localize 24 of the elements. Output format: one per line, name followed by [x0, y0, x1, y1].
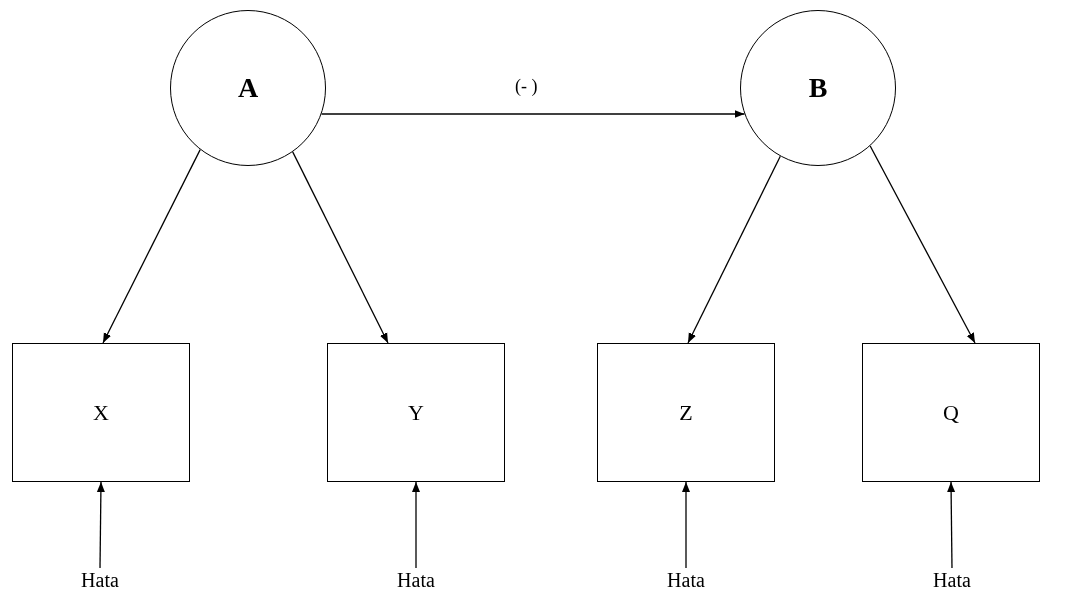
- error-label: Hata: [660, 568, 712, 592]
- node-label: B: [808, 72, 828, 104]
- arrow: [947, 481, 956, 569]
- node-label: Y: [408, 399, 424, 426]
- arrow: [102, 148, 201, 344]
- observed-variable-box: [862, 343, 1040, 482]
- arrow: [412, 481, 420, 569]
- node-label: Z: [679, 399, 693, 426]
- arrow: [682, 481, 690, 569]
- arrow: [687, 155, 781, 344]
- observed-variable-box: [327, 343, 505, 482]
- arrow: [96, 481, 105, 569]
- arrow: [320, 110, 746, 118]
- arrow: [869, 145, 976, 344]
- error-label: Hata: [74, 568, 126, 592]
- observed-variable-box: [597, 343, 775, 482]
- node-label: X: [93, 399, 109, 426]
- node-label: A: [237, 72, 259, 104]
- arrow: [292, 151, 389, 344]
- node-label: Q: [943, 399, 959, 426]
- error-label: Hata: [390, 568, 442, 592]
- observed-variable-box: [12, 343, 190, 482]
- edge-label: (- ): [513, 76, 540, 97]
- error-label: Hata: [926, 568, 978, 592]
